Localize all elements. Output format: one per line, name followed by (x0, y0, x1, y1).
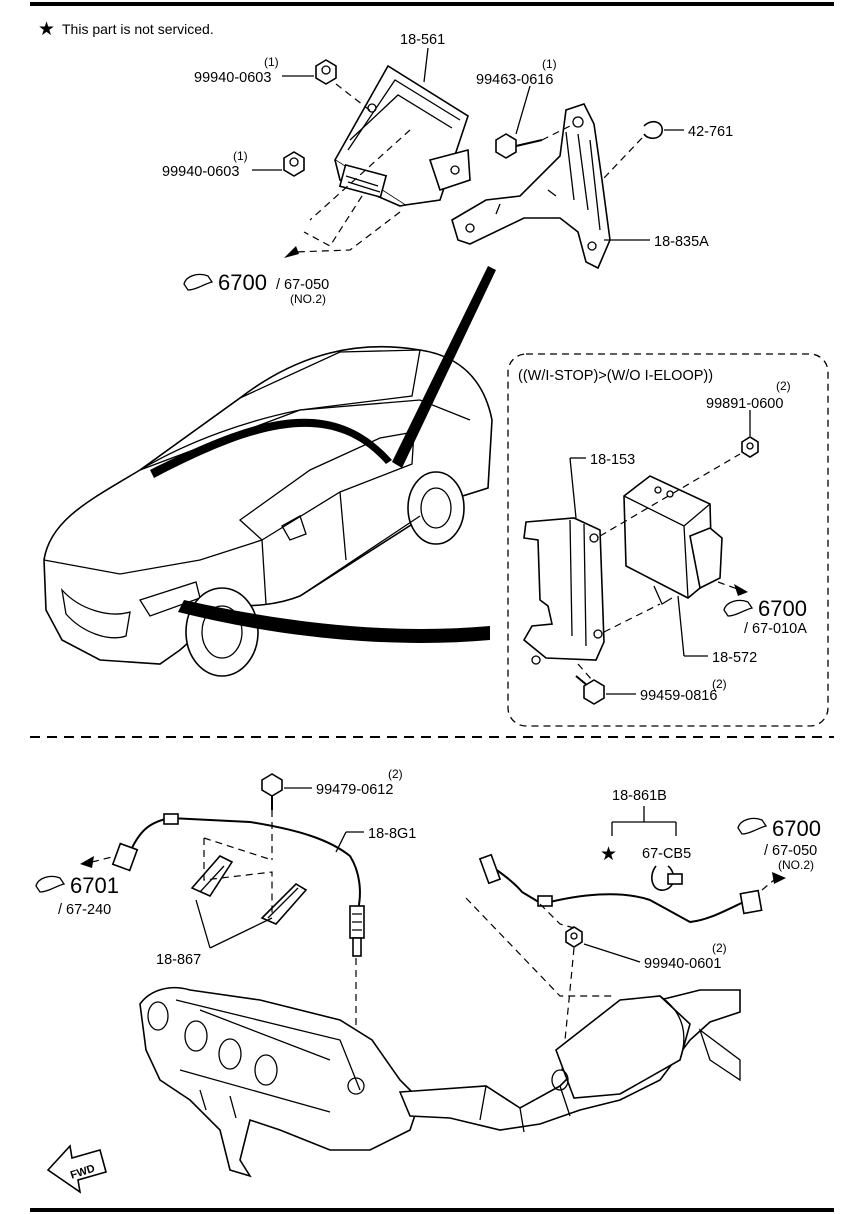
label-18-861B: 18-861B (612, 788, 667, 804)
label-99459-0816: 99459-0816 (640, 688, 717, 704)
label-18-867: 18-867 (156, 952, 201, 968)
control-module-18-561 (333, 64, 471, 207)
car-mirror (281, 515, 307, 541)
qty-99463-0616: (1) (542, 57, 557, 71)
o2-sensor-18-861B (478, 853, 763, 924)
ref-6700-bottom-no: (NO.2) (778, 858, 814, 872)
leader-99940-0601 (583, 943, 641, 963)
note-star: ★ (38, 19, 55, 40)
label-99940-0601: 99940-0601 (644, 956, 721, 972)
ref-6701: 6701 / 67-240 (35, 873, 119, 918)
exhaust-manifold (139, 986, 421, 1178)
heat-shield-18-867 (190, 855, 308, 925)
arrow-to-6700 (284, 246, 299, 258)
module-18-572 (623, 475, 723, 605)
label-42-761: 42-761 (688, 124, 733, 140)
qty-99459-0816: (2) (712, 677, 727, 691)
ref-6700-bottom-big: 6700 (772, 816, 821, 841)
pointer-to-inset (178, 600, 490, 643)
nut-99940-0603-b (283, 151, 305, 177)
qty-99479-0612: (2) (388, 767, 403, 781)
ref-hand-icon-6701 (35, 875, 66, 893)
leader-18-867 (195, 899, 273, 949)
ref-6700-bottom: 6700 / 67-050 (NO.2) (737, 816, 821, 872)
fwd-arrow: FWD (46, 1144, 107, 1194)
dash-to-6701 (91, 855, 117, 863)
leader-99463-0616 (515, 85, 531, 135)
ref-hand-icon-bottom (737, 817, 768, 835)
label-18-835A: 18-835A (654, 234, 709, 250)
car-side-window (238, 431, 415, 541)
nut-99940-0603-a (315, 59, 337, 85)
leader-18-572 (677, 595, 685, 657)
dash-module-to-ref (294, 129, 411, 253)
ref-6700-inset: 6700 / 67-010A (723, 596, 807, 637)
bracket-18-153 (522, 517, 605, 665)
note-text: This part is not serviced. (62, 21, 214, 37)
car-grille (60, 587, 131, 639)
ref-6700-bottom-sub: / 67-050 (764, 843, 817, 859)
ref-hand-icon-inset (723, 599, 754, 617)
exhaust-pipe (398, 989, 741, 1133)
star-18-861B: ★ (600, 844, 617, 865)
bolt-99459-0816 (575, 675, 605, 705)
clip-42-761 (643, 120, 663, 140)
arrow-to-6700-bottom (772, 872, 786, 884)
vehicle-illustration (43, 266, 496, 677)
car-rear-wheel (407, 471, 465, 545)
nut-99891-0600 (741, 436, 759, 458)
dash-clip (603, 137, 643, 179)
ref-6700-inset-sub: / 67-010A (744, 621, 807, 637)
label-99940-0603-b: 99940-0603 (162, 164, 239, 180)
label-99940-0603-a: 99940-0603 (194, 70, 271, 86)
leader-18-153 (569, 457, 577, 519)
ref-6700-top-no: (NO.2) (290, 292, 326, 306)
nut-99940-0601 (565, 926, 583, 948)
arrow-to-6701 (80, 856, 94, 868)
bolt-99463-0616 (495, 133, 543, 159)
ref-6701-big: 6701 (70, 873, 119, 898)
car-windshield (139, 349, 421, 471)
leader-18-8G1 (335, 831, 347, 853)
ref-6700-top-big: 6700 (218, 270, 267, 295)
qty-99940-0603-a: (1) (264, 55, 279, 69)
dash-bottom-sensor (355, 897, 612, 1080)
car-front-wheel (185, 587, 259, 677)
pointer-rear-stroke (150, 418, 392, 478)
ref-6700-inset-big: 6700 (758, 596, 807, 621)
dash-nut-a (335, 83, 373, 113)
label-18-153: 18-153 (590, 452, 635, 468)
car-rear-hub (420, 487, 452, 529)
car-front-hub (201, 605, 243, 659)
car-hood (43, 539, 263, 575)
label-18-572: 18-572 (712, 650, 757, 666)
label-67-CB5: 67-CB5 (642, 846, 691, 862)
label-18-561: 18-561 (400, 32, 445, 48)
leader-18-561 (423, 47, 429, 83)
dash-bolt (541, 123, 575, 141)
arrow-to-6700-inset (734, 584, 748, 596)
o2-sensor-18-8G1 (111, 813, 365, 957)
bolt-99479-0612 (261, 773, 283, 810)
bracket-18-835A (451, 103, 611, 270)
dash-to-6700-bottom (761, 879, 775, 891)
ref-hand-icon (183, 273, 214, 291)
qty-99940-0603-b: (1) (233, 149, 248, 163)
car-door-line (261, 491, 421, 605)
leader-18-861B (611, 806, 677, 836)
label-99891-0600: 99891-0600 (706, 396, 783, 412)
inset-box (507, 353, 829, 727)
qty-99940-0601: (2) (712, 941, 727, 955)
ref-6700-top: 6700 / 67-050 (NO.2) (183, 270, 329, 306)
ref-6701-sub: / 67-240 (58, 902, 111, 918)
label-99463-0616: 99463-0616 (476, 72, 553, 88)
ref-6700-top-sub: / 67-050 (276, 277, 329, 293)
label-18-8G1: 18-8G1 (368, 826, 416, 842)
inset-title: ((W/I-STOP)>(W/O I-ELOOP)) (518, 368, 713, 384)
dash-18-867 (203, 810, 273, 916)
label-99479-0612: 99479-0612 (316, 782, 393, 798)
pointer-to-top (392, 266, 496, 468)
qty-99891-0600: (2) (776, 379, 791, 393)
